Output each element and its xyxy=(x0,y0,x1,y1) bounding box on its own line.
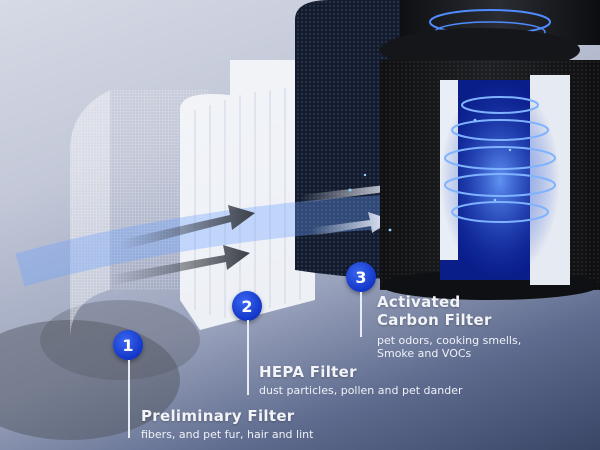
stage-1-connector-line xyxy=(128,360,130,438)
stage-2-description: dust particles, pollen and pet dander xyxy=(259,384,463,397)
stage-2-badge: 2 xyxy=(232,291,262,321)
stage-1-description: fibers, and pet fur, hair and lint xyxy=(141,428,314,441)
stage-1-badge: 1 xyxy=(113,330,143,360)
stage-1-title: Preliminary Filter xyxy=(141,407,295,425)
stage-3-description: pet odors, cooking smells, Smoke and VOC… xyxy=(377,334,522,360)
stage-3-title: Activated Carbon Filter xyxy=(377,293,492,329)
stage-3-badge: 3 xyxy=(346,262,376,292)
stage-2-connector-line xyxy=(247,320,249,395)
stage-3-connector-line xyxy=(360,292,362,337)
stage-2-title: HEPA Filter xyxy=(259,363,357,381)
